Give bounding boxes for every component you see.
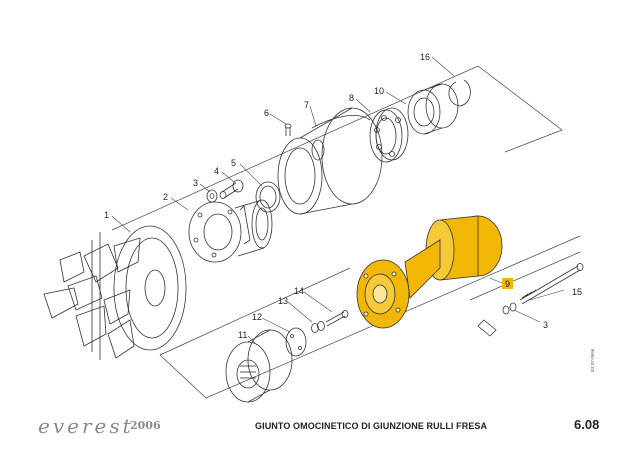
brand-year: 2006: [130, 419, 161, 432]
label-3-top: 3: [193, 178, 198, 188]
label-13: 13: [278, 296, 288, 306]
part-9-cv-joint: [357, 216, 502, 328]
part-labels: 1 2 3 4 5 6 7 8 10 16 9 11 12 13 14 15 3: [104, 52, 582, 340]
part-8-bearing: [370, 108, 408, 162]
label-16: 16: [420, 52, 430, 62]
part-2-flange: [189, 200, 272, 262]
brand-logo: everest: [38, 414, 134, 438]
part-13-washer: [312, 322, 325, 333]
label-7: 7: [304, 100, 309, 110]
part-7-housing: [278, 108, 382, 214]
label-1: 1: [104, 210, 109, 220]
part-12-cap: [286, 328, 306, 356]
label-9: 9: [505, 279, 510, 289]
leader-lines: [111, 56, 565, 345]
page-title: GIUNTO OMOCINETICO DI GIUNZIONE RULLI FR…: [255, 421, 488, 431]
part-5-ring: [256, 182, 280, 212]
page-number: 6.08: [574, 417, 600, 432]
part-6-screw: [285, 124, 291, 136]
label-8: 8: [349, 93, 354, 103]
part-4-bolt: [220, 180, 243, 199]
part-15-bolt: [520, 264, 583, 305]
label-6: 6: [264, 108, 269, 118]
label-14: 14: [294, 286, 304, 296]
label-9-highlight-box: [502, 278, 513, 289]
page-footer: everest 2006 GIUNTO OMOCINETICO DI GIUNZ…: [0, 400, 640, 452]
label-4: 4: [214, 166, 219, 176]
part-14-screw: [326, 311, 348, 327]
label-10: 10: [374, 86, 384, 96]
label-12: 12: [252, 312, 262, 322]
part-3-washer-bottom: [478, 303, 516, 336]
label-15: 15: [572, 287, 582, 297]
label-5: 5: [231, 158, 236, 168]
part-11-hub: [226, 330, 292, 402]
part-16-circlip: [449, 80, 470, 106]
label-11: 11: [238, 330, 247, 340]
drawing-code: E3 07-0596: [590, 348, 595, 372]
label-2: 2: [163, 192, 168, 202]
part-3-washer-top: [207, 190, 217, 202]
part-10-bearing: [408, 84, 458, 134]
label-3-bottom: 3: [543, 320, 548, 330]
assembly-frame: [111, 65, 581, 399]
part-1-rotor: [44, 226, 186, 360]
